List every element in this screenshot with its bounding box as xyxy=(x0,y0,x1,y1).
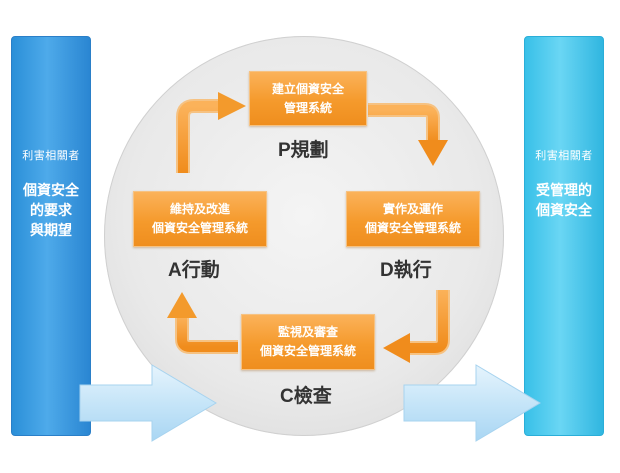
plan-to-do-arrow xyxy=(368,103,448,166)
managed-security-text: 受管理的 個資安全 xyxy=(529,181,599,221)
managed-line-1: 受管理的 xyxy=(536,183,592,199)
stakeholder-requirements-panel: 利害相關者 個資安全 的要求 與期望 xyxy=(11,36,91,436)
plan-box-line-2: 管理系統 xyxy=(283,100,332,115)
plan-stage-label: P規劃 xyxy=(278,140,329,161)
plan-box-line-1: 建立個資安全 xyxy=(271,81,344,96)
act-box-line-1: 維持及改進 xyxy=(169,202,230,216)
stakeholder-label-left: 利害相關者 xyxy=(22,149,80,162)
plan-box: 建立個資安全 管理系統 xyxy=(249,71,367,126)
requirements-line-2: 的要求 xyxy=(30,203,72,219)
act-stage-label: A行動 xyxy=(168,260,220,281)
check-to-act-arrow xyxy=(167,292,238,354)
check-stage-label: C檢查 xyxy=(280,386,332,407)
input-arrow xyxy=(79,364,217,442)
do-stage-label: D執行 xyxy=(380,260,432,281)
do-to-check-arrow xyxy=(383,290,450,363)
act-to-plan-arrow xyxy=(176,92,246,173)
managed-line-2: 個資安全 xyxy=(536,203,592,219)
requirements-line-3: 與期望 xyxy=(30,223,72,239)
check-box: 監視及審查 個資安全管理系統 xyxy=(241,314,375,370)
requirements-line-1: 個資安全 xyxy=(23,183,79,199)
do-box-line-1: 實作及運作 xyxy=(382,202,443,216)
stakeholder-label-right: 利害相關者 xyxy=(535,149,593,162)
stakeholder-managed-security-panel: 利害相關者 受管理的 個資安全 xyxy=(524,36,604,436)
output-arrow xyxy=(403,364,541,442)
check-box-line-2: 個資安全管理系統 xyxy=(259,344,356,358)
check-box-line-1: 監視及審查 xyxy=(277,325,338,339)
do-box: 實作及運作 個資安全管理系統 xyxy=(346,191,480,247)
act-box-line-2: 個資安全管理系統 xyxy=(151,221,248,235)
do-box-line-2: 個資安全管理系統 xyxy=(364,221,461,235)
act-box: 維持及改進 個資安全管理系統 xyxy=(133,191,267,247)
requirements-text: 個資安全 的要求 與期望 xyxy=(16,181,86,241)
